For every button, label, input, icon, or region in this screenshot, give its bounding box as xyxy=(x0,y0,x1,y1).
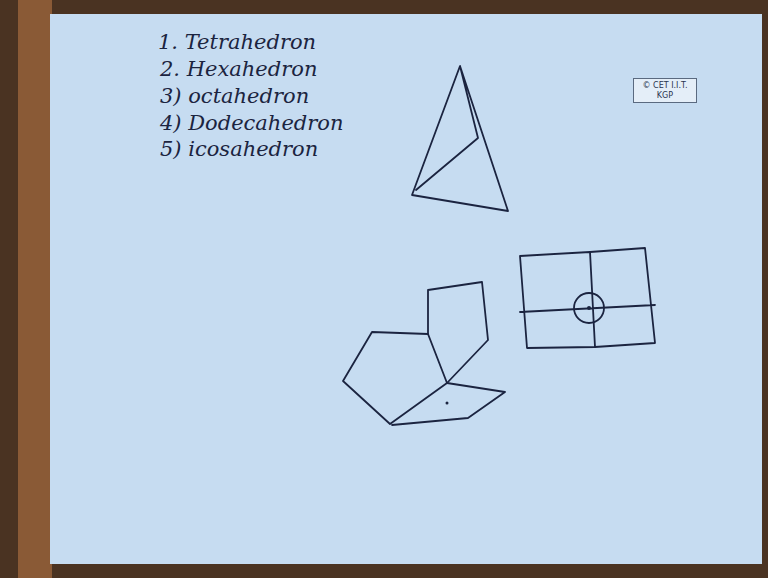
list-item: 1. Tetrahedron xyxy=(158,30,316,54)
board xyxy=(50,14,762,564)
list-item: 3) octahedron xyxy=(160,84,309,108)
vertex-dot xyxy=(587,306,591,310)
four-squares-sketch xyxy=(520,248,655,348)
list-item: 2. Hexahedron xyxy=(160,57,317,81)
tetrahedron-sketch xyxy=(412,66,508,211)
watermark-box: © CET I.I.T. KGP xyxy=(633,78,697,103)
list-item: 5) icosahedron xyxy=(160,137,318,161)
watermark-text: © CET I.I.T. KGP xyxy=(639,81,691,100)
square-sketch xyxy=(428,282,488,383)
list-item: 4) Dodecahedron xyxy=(160,111,343,135)
dot xyxy=(446,402,449,405)
vertex-circle xyxy=(574,293,604,323)
pentagon-sketch xyxy=(343,332,447,424)
frame-post xyxy=(18,0,52,578)
rhombus-sketch xyxy=(392,383,505,425)
